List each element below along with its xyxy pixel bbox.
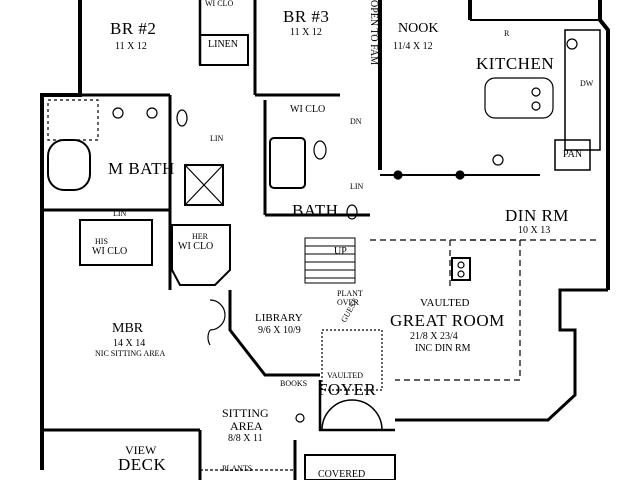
- cooktop-icon: [531, 87, 541, 97]
- pantry-label: PAN: [563, 149, 583, 160]
- his-label: HIS: [95, 237, 108, 246]
- kitchen-island: [484, 77, 554, 119]
- his-closet-label: WI CLO: [92, 246, 128, 257]
- his-closet: [79, 219, 153, 266]
- foyer-vaulted: VAULTED: [327, 371, 364, 380]
- plants-label: PLANTS: [222, 464, 253, 473]
- plant-label: PLANT: [337, 289, 363, 298]
- exterior-wall: [40, 0, 82, 470]
- linen-2: LIN: [350, 182, 364, 191]
- covered-label: COVERED: [318, 469, 366, 480]
- br3-name: BR #3: [283, 7, 330, 26]
- foyer-grid: [321, 329, 383, 391]
- column-icon: [393, 170, 403, 180]
- wall: [318, 380, 395, 432]
- deck-label: DECK: [118, 455, 167, 474]
- nook-dims: 11/4 X 12: [393, 41, 433, 52]
- mbr-dims: 14 X 14: [113, 338, 146, 349]
- covered-entry: [304, 454, 396, 480]
- fixture-icon: [295, 413, 305, 423]
- foyer-name: FOYER: [318, 380, 377, 399]
- dashed-vault-line: [449, 239, 600, 290]
- din-rm-dims: 10 X 13: [518, 225, 551, 236]
- stairs: [304, 237, 356, 284]
- great-room-vaulted: VAULTED: [420, 297, 470, 309]
- linen-label: LINEN: [208, 39, 238, 50]
- linen-1: LIN: [210, 134, 224, 143]
- tile-area: [47, 99, 99, 141]
- linen-3: LIN: [113, 209, 127, 218]
- toilet-icon: [346, 204, 358, 220]
- tub: [47, 139, 91, 191]
- view-label: VIEW: [125, 443, 157, 457]
- wall: [228, 290, 320, 377]
- library-dims: 9/6 X 10/9: [258, 325, 301, 336]
- toilet-icon: [313, 140, 327, 160]
- sink-icon: [492, 154, 504, 166]
- bath-name: BATH: [292, 201, 339, 220]
- great-room-note: INC DIN RM: [415, 343, 471, 354]
- sitting-name-2: AREA: [230, 419, 263, 433]
- great-room-dims: 21/8 X 23/4: [410, 331, 458, 342]
- br3-dims: 11 X 12: [290, 27, 322, 38]
- her-closet-label: WI CLO: [178, 241, 214, 252]
- sink-icon: [566, 38, 578, 50]
- m-bath-name: M BATH: [108, 159, 175, 178]
- library-door: [209, 299, 226, 331]
- toilet-icon: [176, 109, 188, 127]
- column-icon: [455, 170, 465, 180]
- mbr-name: MBR: [112, 321, 144, 336]
- fireplace: [451, 257, 471, 281]
- dishwasher-label: DW: [580, 79, 594, 88]
- wi-clo-top: WI CLO: [205, 0, 234, 8]
- great-room-name: GREAT ROOM: [390, 311, 505, 330]
- her-label: HER: [192, 232, 208, 241]
- kitchen-name: KITCHEN: [476, 54, 555, 73]
- linen-closet: [199, 34, 249, 66]
- dashed-vault-line: [370, 239, 521, 381]
- library-door: [207, 329, 211, 346]
- open-to-fam: OPEN TO FAM: [368, 0, 379, 66]
- up-label: UP: [334, 246, 347, 257]
- front-door: [321, 399, 383, 431]
- exterior-wall: [395, 288, 608, 422]
- din-rm-name: DIN RM: [505, 206, 569, 225]
- nook-name: NOOK: [398, 21, 439, 36]
- sitting-name: SITTING: [222, 406, 269, 420]
- dn-label: DN: [350, 117, 362, 126]
- cooktop-icon: [531, 101, 541, 111]
- br2-name: BR #2: [110, 19, 157, 38]
- mbr-note: NIC SITTING AREA: [95, 349, 166, 358]
- books-label: BOOKS: [280, 379, 308, 388]
- sitting-dims: 8/8 X 11: [228, 433, 263, 444]
- over-label: OVER: [337, 298, 359, 307]
- br2-dims: 11 X 12: [115, 41, 147, 52]
- shower: [184, 164, 224, 206]
- sink-icon: [112, 107, 124, 119]
- library-name: LIBRARY: [255, 312, 303, 324]
- pantry: [554, 139, 591, 171]
- wi-clo-label: WI CLO: [290, 104, 326, 115]
- sink-icon: [146, 107, 158, 119]
- counter: [564, 29, 601, 151]
- exterior-wall: [468, 0, 610, 290]
- bath-tub: [269, 137, 306, 189]
- refrigerator-label: R: [504, 29, 510, 38]
- her-closet: [171, 224, 231, 286]
